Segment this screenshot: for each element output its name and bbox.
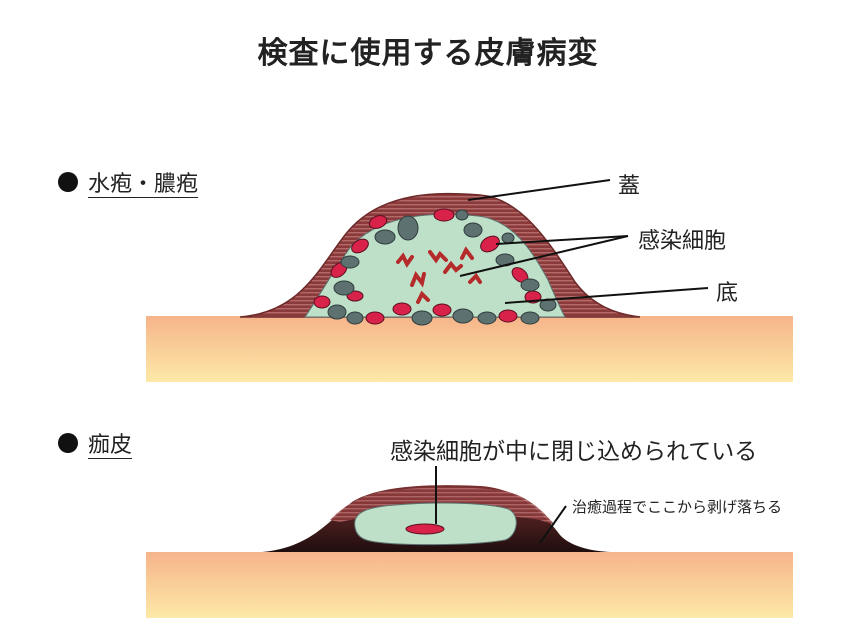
section-heading-crust-label: 痂皮 xyxy=(88,433,133,458)
infected-cell xyxy=(313,295,331,309)
normal-cell xyxy=(452,308,474,324)
section-heading-blister: 水疱・膿疱 xyxy=(58,166,198,198)
infected-cell xyxy=(498,309,518,323)
infected-cell xyxy=(351,238,369,254)
infected-cell xyxy=(392,302,412,316)
skin-layer-top xyxy=(146,316,793,382)
skin-layer-bottom xyxy=(146,552,793,618)
infected-cell xyxy=(368,215,388,229)
label-trapped-cells: 感染細胞が中に閉じ込められている xyxy=(390,439,758,465)
normal-cell xyxy=(327,304,347,320)
cell-debris xyxy=(396,246,482,304)
infected-cell xyxy=(433,208,455,222)
label-lid: 蓋 xyxy=(618,174,641,199)
normal-cell xyxy=(463,222,483,238)
normal-cell xyxy=(520,311,540,325)
bullet-dot xyxy=(58,433,78,453)
normal-cell xyxy=(340,255,360,269)
normal-cell xyxy=(501,232,515,244)
infected-cell xyxy=(365,311,385,325)
normal-cell xyxy=(333,280,355,296)
normal-cell xyxy=(520,278,540,292)
page-title: 検査に使用する皮膚病変 xyxy=(257,36,599,71)
bullet-dot xyxy=(58,172,78,192)
leader-lines-bottom xyxy=(435,466,567,544)
section-heading-blister-label: 水疱・膿疱 xyxy=(88,172,199,197)
label-base: 底 xyxy=(716,281,739,306)
normal-cell xyxy=(374,229,396,245)
leader-lines-top xyxy=(459,179,709,304)
normal-cell xyxy=(455,209,469,221)
label-peel-off: 治癒過程でここから剥げ落ちる xyxy=(572,498,783,516)
trapped-infected-cell xyxy=(405,523,445,535)
infected-cell xyxy=(432,303,452,317)
label-infected-cells: 感染細胞 xyxy=(638,229,727,254)
normal-cell xyxy=(346,311,364,325)
normal-cell xyxy=(411,310,433,326)
infected-cells-red xyxy=(313,208,542,325)
section-heading-crust: 痂皮 xyxy=(58,427,132,459)
normal-cell xyxy=(397,215,419,241)
infected-cell xyxy=(480,235,500,253)
normal-cells-gray xyxy=(327,209,557,326)
normal-cell xyxy=(477,311,497,325)
